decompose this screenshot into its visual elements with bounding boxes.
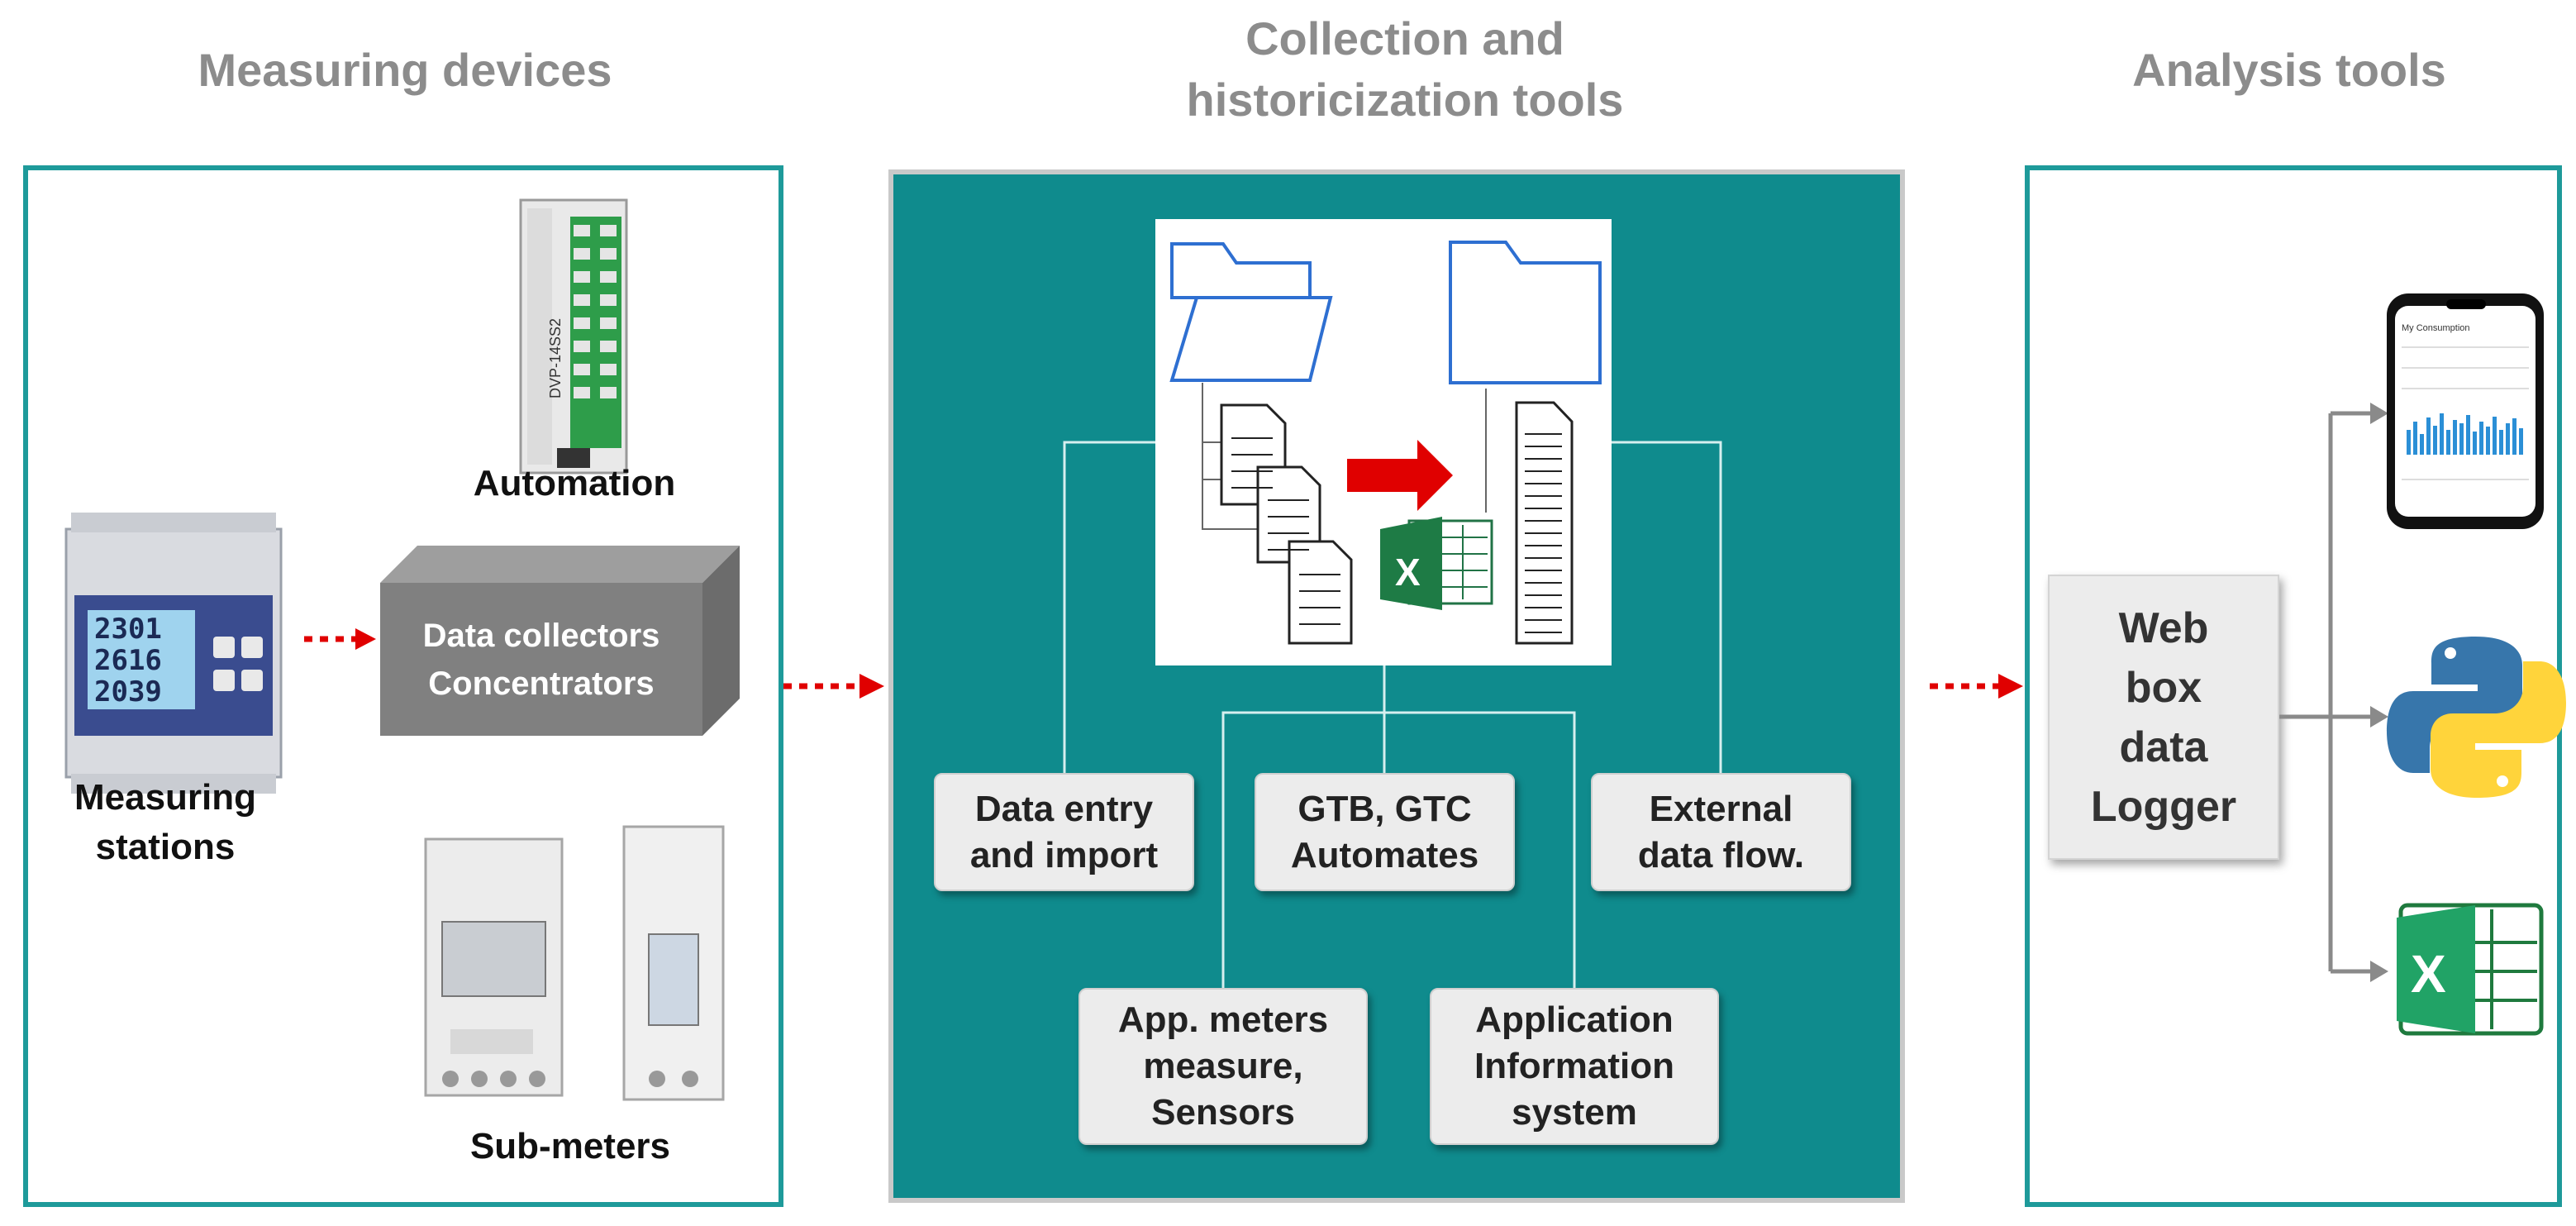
open-folder-icon <box>1169 242 1333 382</box>
document-icon <box>1220 401 1574 645</box>
app-meters-line3: Sensors <box>1151 1092 1295 1133</box>
sub-meter-1 <box>424 837 564 1097</box>
closed-folder-icon <box>1449 241 1602 384</box>
transfer-arrow <box>1347 440 1453 511</box>
plc-device: DVP-14SS2 <box>519 198 628 475</box>
app-meters-line1: App. meters <box>1117 999 1329 1040</box>
sub-meters-label: Sub-meters <box>469 1126 671 1166</box>
data-entry-line1: Data entry <box>974 788 1154 829</box>
gtb-line1: GTB, GTC <box>1298 788 1472 829</box>
collection-title-line2: historicization tools <box>1186 74 1624 126</box>
measuring-station: 2301 2616 2039 <box>64 513 283 794</box>
meter-value-3: 2039 <box>94 675 162 708</box>
webbox-line4: Logger <box>2090 782 2237 831</box>
webbox-line2: box <box>2125 663 2202 712</box>
concentrator-line1: Data collectors <box>422 618 660 654</box>
svg-text:X: X <box>2411 944 2446 1004</box>
data-entry-box: Data entry and import <box>934 773 1194 891</box>
data-entry-line2: and import <box>969 834 1159 875</box>
excel-icon-middle: X <box>1380 517 1493 610</box>
webbox-line3: data <box>2119 723 2208 771</box>
smartphone-icon: My Consumption <box>2387 293 2544 529</box>
application-line1: Application <box>1475 999 1674 1040</box>
measuring-line2: stations <box>95 827 236 867</box>
phone-bar-chart <box>2407 413 2523 455</box>
svg-text:X: X <box>1395 551 1421 594</box>
analysis-tools-title: Analysis tools <box>2132 44 2446 96</box>
app-meters-line2: measure, <box>1143 1046 1303 1086</box>
meter-value-2: 2616 <box>94 644 162 677</box>
collection-title-line1: Collection and <box>1245 12 1564 64</box>
external-data-box: External data flow. <box>1591 773 1851 891</box>
app-meters-box: App. meters measure, Sensors <box>1078 988 1368 1145</box>
sub-meter-2 <box>622 825 725 1101</box>
collection-tools-title: Collection and historicization tools <box>1074 8 1736 131</box>
external-line2: data flow. <box>1637 834 1805 875</box>
measuring-stations-label: Measuring stations <box>33 773 298 872</box>
gtb-gtc-box: GTB, GTC Automates <box>1255 773 1515 891</box>
python-logo-icon <box>2387 637 2566 798</box>
application-information-box: Application Information system <box>1430 988 1719 1145</box>
gtb-line2: Automates <box>1290 834 1479 875</box>
application-line2: Information <box>1474 1046 1674 1086</box>
concentrator-label: Data collectors Concentrators <box>380 612 702 708</box>
concentrator-box <box>380 546 740 736</box>
measuring-line1: Measuring <box>74 777 257 818</box>
automation-label: Automation <box>473 463 676 503</box>
measuring-devices-title: Measuring devices <box>198 44 612 96</box>
dotted-arrows <box>304 636 1998 689</box>
excel-icon-right: X <box>2397 903 2544 1036</box>
application-line3: system <box>1512 1092 1637 1133</box>
external-line1: External <box>1649 788 1793 829</box>
phone-app-title: My Consumption <box>2402 323 2470 333</box>
plc-model-text: DVP-14SS2 <box>547 318 564 398</box>
meter-value-1: 2301 <box>94 613 162 646</box>
webbox-line1: Web <box>2118 603 2209 652</box>
concentrator-line2: Concentrators <box>428 665 655 702</box>
connector-lines <box>1063 441 1722 988</box>
web-box-data-logger: Web box data Logger <box>2048 575 2279 860</box>
